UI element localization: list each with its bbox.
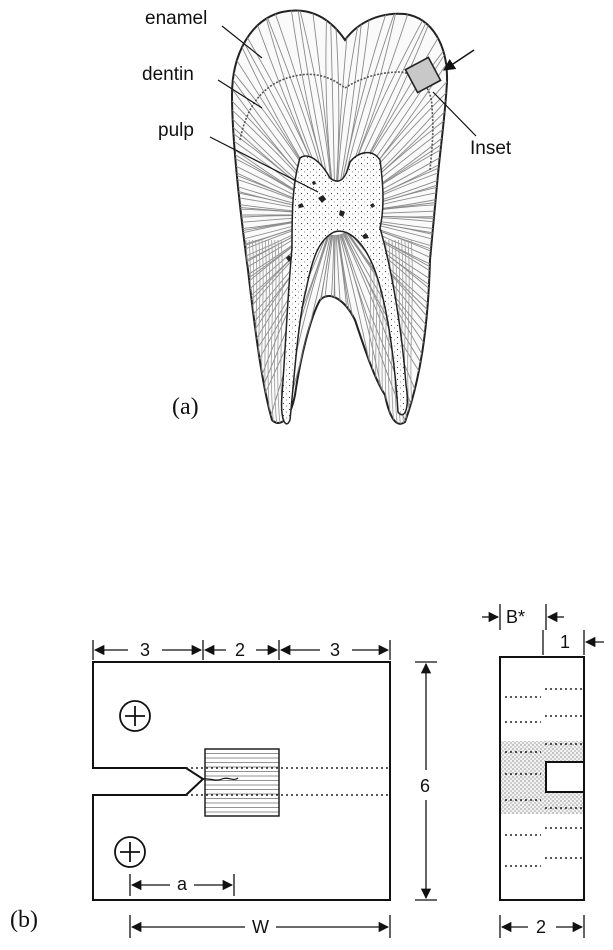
dentin-tubule xyxy=(232,223,318,347)
dim-left-label: 3 xyxy=(140,640,150,660)
dentin-tubule xyxy=(232,221,317,348)
dentin-tubule xyxy=(353,96,448,209)
dentin-enamel-junction xyxy=(239,71,434,171)
two-dimension xyxy=(499,915,585,938)
dentin-tubule xyxy=(335,10,362,196)
dentin-tubule xyxy=(232,182,316,214)
dim-two-label: 2 xyxy=(536,917,546,937)
dim-center-label: 2 xyxy=(235,640,245,660)
dentin-tubule xyxy=(337,10,372,196)
dim-height-label: 6 xyxy=(420,776,430,796)
top-dimension-ticks xyxy=(92,640,391,660)
dentin-tubule xyxy=(354,151,448,211)
specimen-side-view: B* 1 2 xyxy=(482,604,604,938)
dentin-tubule xyxy=(346,231,448,424)
crack xyxy=(202,777,239,781)
root-tubule xyxy=(242,239,246,424)
pin-hole-upper xyxy=(119,700,151,732)
one-dimension xyxy=(542,630,604,655)
dentin-tubule xyxy=(353,220,448,291)
dentin-label: dentin xyxy=(142,64,194,85)
root-tubule xyxy=(274,239,278,424)
pulp-leader xyxy=(209,136,319,193)
dentin-tubule xyxy=(232,32,320,204)
dentin-tubule xyxy=(232,220,317,291)
dentin-tubule xyxy=(232,233,329,424)
height-dimension xyxy=(415,661,437,901)
dentin-tubule xyxy=(354,142,448,213)
dim-one-label: 1 xyxy=(560,632,570,652)
dim-width-label: W xyxy=(252,917,269,937)
enamel-leader xyxy=(221,25,263,59)
dentin-tubule xyxy=(269,10,333,196)
inset-label: Inset xyxy=(470,138,512,159)
dentin-tubule xyxy=(232,125,317,209)
panel-b-label: (b) xyxy=(10,907,38,933)
dentin-tubule xyxy=(277,10,331,196)
dentin-tubule xyxy=(232,170,316,213)
dentin-tubule xyxy=(232,216,316,248)
dentin-tubule xyxy=(339,10,432,196)
dentin-tubule xyxy=(354,219,448,305)
inset-arrow xyxy=(443,49,475,71)
dentin-tubule xyxy=(354,215,448,237)
dentin-tubule xyxy=(354,218,448,297)
dentin-tubule xyxy=(354,217,448,244)
dentin-tubule xyxy=(232,156,316,213)
dim-crack-label: a xyxy=(177,874,188,894)
panel-a-label: (a) xyxy=(172,394,199,420)
dentin-tubule xyxy=(354,198,448,215)
dentin-tubule xyxy=(353,221,448,351)
dentin-tubule xyxy=(232,122,316,211)
pin-hole-lower xyxy=(114,836,146,868)
dentin-tubule xyxy=(354,155,448,212)
pulp-label: pulp xyxy=(158,120,194,141)
hatched-region xyxy=(204,748,280,817)
dentin-tubule xyxy=(232,225,319,388)
dentin-tubule xyxy=(232,218,316,301)
dentin-tubule xyxy=(232,222,317,334)
pulp-inclusions xyxy=(286,181,375,262)
root-tubule xyxy=(277,239,281,424)
inset-leader xyxy=(432,91,477,137)
tooth-illustration: enamel dentin pulp Inset (a) xyxy=(142,8,512,425)
dentin-tubule xyxy=(354,216,448,259)
dentin-tubule xyxy=(354,201,448,214)
dentin-tubule xyxy=(344,232,448,424)
b-star-dimension xyxy=(482,604,564,630)
specimen-front-view: 3 2 3 6 a W xyxy=(92,640,437,938)
dentin-tubule xyxy=(232,69,318,207)
dentin-tubule xyxy=(339,10,423,196)
dim-b-star-label: B* xyxy=(506,607,525,627)
enamel-label: enamel xyxy=(145,8,207,29)
root-tubule xyxy=(267,239,271,424)
dentin-tubule xyxy=(282,10,332,196)
dim-right-label: 3 xyxy=(330,640,340,660)
side-dotted-lines xyxy=(505,688,582,867)
pulp-chamber xyxy=(280,151,409,425)
dentin-tubule xyxy=(232,47,319,205)
dentin-tubule xyxy=(325,10,335,196)
dentin-tubule xyxy=(232,77,318,206)
width-dimension xyxy=(129,915,391,938)
dentin-tubule xyxy=(232,219,316,291)
dentin-tubule xyxy=(341,233,448,424)
dentin-tubule xyxy=(253,234,331,424)
dentin-tubule xyxy=(232,217,316,269)
root-tubule xyxy=(407,239,411,424)
root-tubule xyxy=(238,239,242,424)
dentin-tubule xyxy=(232,22,319,205)
inset-box xyxy=(404,56,442,94)
root-tubule xyxy=(270,239,274,424)
dentin-tubule xyxy=(232,110,317,210)
crack-length-dimension xyxy=(129,874,235,896)
dentin-leader xyxy=(217,79,263,109)
dentin-tubule xyxy=(232,215,316,247)
dentin-tubule xyxy=(336,10,386,196)
dentin-tubule xyxy=(232,217,316,238)
dentin-tubule xyxy=(345,231,448,424)
dentin-tubule xyxy=(326,10,336,196)
dentin-tubule xyxy=(232,67,317,208)
